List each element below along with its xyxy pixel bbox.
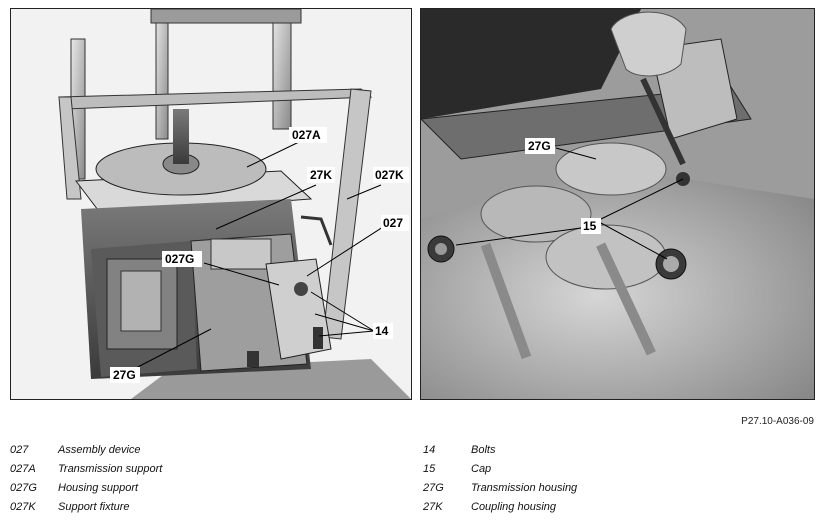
- legend-item: 027G Housing support: [10, 482, 310, 501]
- right-photo: 27G 15: [420, 8, 815, 400]
- legend-desc: Housing support: [58, 482, 139, 494]
- legend-desc: Coupling housing: [471, 501, 557, 513]
- callout-027: 027: [383, 216, 403, 230]
- legend-desc: Transmission support: [58, 463, 163, 475]
- callout-027g: 027G: [165, 252, 194, 266]
- left-photo-illustration: 027A 27K 027K 027 027G 14 27G: [11, 9, 411, 399]
- legend-desc: Assembly device: [58, 444, 141, 456]
- legend-code: 027A: [10, 463, 36, 475]
- callout-15: 15: [583, 219, 597, 233]
- legend-item: 027A Transmission support: [10, 463, 310, 482]
- legend-code: 15: [423, 463, 436, 475]
- callout-27g-right: 27G: [528, 139, 551, 153]
- callout-027a: 027A: [292, 128, 321, 142]
- legend-code: 14: [423, 444, 436, 456]
- legend-desc: Cap: [471, 463, 492, 475]
- callout-27k: 27K: [310, 168, 332, 182]
- legend-desc: Bolts: [471, 444, 496, 456]
- legend-left: 027 Assembly device 027A Transmission su…: [10, 444, 310, 520]
- legend-item: 27G Transmission housing: [423, 482, 723, 501]
- legend-code: 027K: [10, 501, 36, 513]
- legend-desc: Support fixture: [58, 501, 130, 513]
- legend-code: 027: [10, 444, 29, 456]
- legend-item: 15 Cap: [423, 463, 723, 482]
- legend-code: 27G: [423, 482, 444, 494]
- legend-item: 27K Coupling housing: [423, 501, 723, 520]
- callout-14: 14: [375, 324, 389, 338]
- legend-code: 27K: [423, 501, 443, 513]
- legend-item: 027 Assembly device: [10, 444, 310, 463]
- left-photo: 027A 27K 027K 027 027G 14 27G: [10, 8, 412, 400]
- callout-27g-left: 27G: [113, 368, 136, 382]
- callout-027k: 027K: [375, 168, 404, 182]
- legend-code: 027G: [10, 482, 37, 494]
- legend-item: 027K Support fixture: [10, 501, 310, 520]
- legend-desc: Transmission housing: [471, 482, 578, 494]
- figure-id: P27.10-A036-09: [741, 416, 814, 427]
- legend-item: 14 Bolts: [423, 444, 723, 463]
- legend-right: 14 Bolts 15 Cap 27G Transmission housing…: [423, 444, 723, 520]
- right-photo-illustration: 27G 15: [421, 9, 814, 399]
